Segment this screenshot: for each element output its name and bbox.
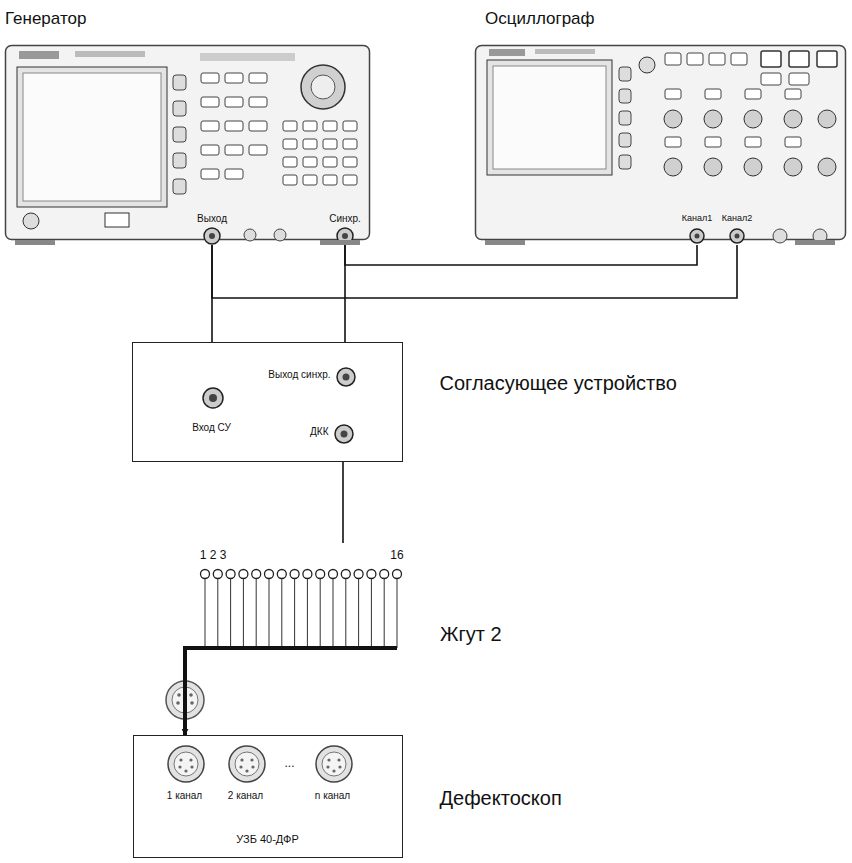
port-label: ДКК: [310, 426, 328, 438]
matching-unit-box: Согласующее устройствоВход СУВыход синхр…: [132, 342, 403, 462]
device-heading: Генератор: [5, 9, 86, 29]
cable-line: [344, 245, 346, 342]
cable-line: [342, 462, 344, 543]
port-label: Канал2: [722, 213, 752, 223]
matching-unit-box-drawing: [133, 343, 404, 463]
channel-label: 2 канал: [228, 790, 263, 802]
pin-number: 16: [390, 549, 403, 563]
cable-harness: 12316Жгут 2: [180, 543, 410, 663]
channel-ellipsis: ...: [284, 757, 294, 771]
oscilloscope-device: ОсциллографКанал1Канал2: [475, 45, 846, 245]
cable-line: [211, 245, 213, 342]
unit-heading: Дефектоскоп: [440, 787, 562, 810]
harness-heading: Жгут 2: [440, 623, 502, 646]
cable-line: [212, 245, 737, 298]
cable-line: [345, 245, 697, 265]
port-label: Канал1: [682, 213, 712, 223]
channel-label: n канал: [315, 790, 350, 802]
pin-number: 3: [220, 549, 227, 563]
flaw-detector-box: Дефектоскоп1 канал2 канал...n каналУЗБ 4…: [133, 735, 403, 858]
model-label: УЗБ 40-ДФР: [236, 833, 298, 846]
port-label: Синхр.: [329, 213, 361, 225]
port-label: Вход СУ: [192, 422, 231, 434]
channel-label: 1 канал: [167, 790, 202, 802]
pin-number: 2: [210, 549, 217, 563]
port-label: Выход синхр.: [268, 369, 330, 381]
device-heading: Осциллограф: [485, 9, 595, 29]
port-label: Выход: [197, 213, 227, 225]
generator-device-drawing: [5, 45, 370, 245]
unit-heading: Согласующее устройство: [440, 372, 677, 395]
cable-line: [183, 663, 187, 735]
generator-device: ГенераторВыходСинхр.: [5, 45, 370, 245]
pin-number: 1: [200, 549, 207, 563]
oscilloscope-device-drawing: [475, 45, 846, 245]
